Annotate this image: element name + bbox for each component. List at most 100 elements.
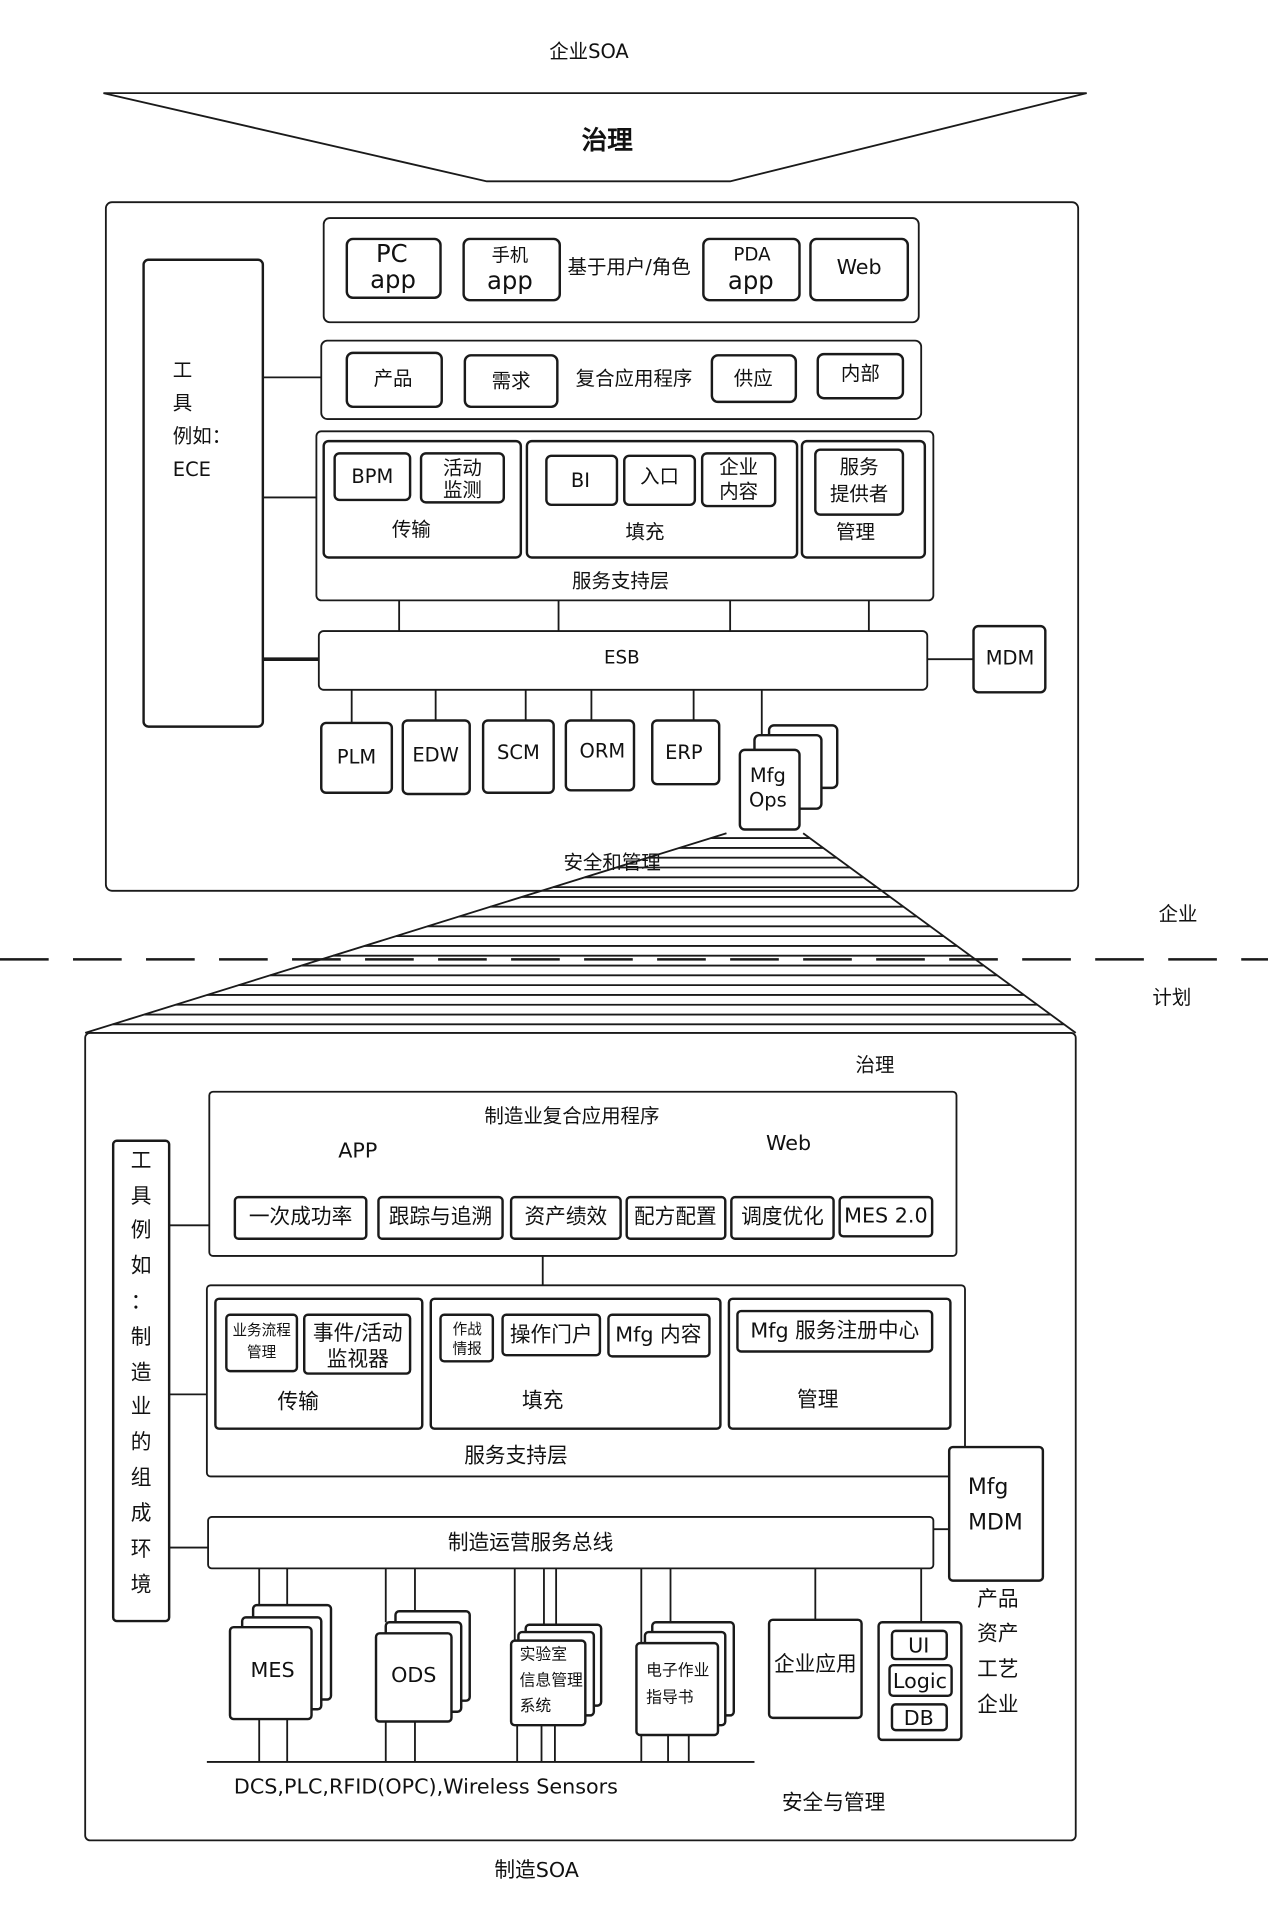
ewi-box bbox=[635, 1641, 720, 1737]
demand-box bbox=[463, 354, 559, 409]
ui-layer-box bbox=[890, 1629, 948, 1661]
ops-portal-label: 操作门户 bbox=[510, 1322, 593, 1346]
bpm-label: BPM bbox=[351, 465, 393, 488]
enterprise-tools-line: 工 bbox=[173, 358, 192, 381]
divider-upper-label: 企业 bbox=[1159, 903, 1198, 926]
ops-portal-box bbox=[501, 1313, 602, 1357]
mfg-content-label: Mfg 内容 bbox=[615, 1322, 701, 1346]
mes20-box bbox=[838, 1195, 934, 1238]
internal-box bbox=[816, 352, 905, 400]
recipe-config-box bbox=[625, 1195, 727, 1240]
portal-box bbox=[623, 454, 697, 507]
bpm-mgmt-label: 管理 bbox=[247, 1344, 277, 1361]
first-pass-yield-label: 一次成功率 bbox=[249, 1205, 352, 1229]
governance-label: 治理 bbox=[582, 126, 633, 156]
supply-label: 供应 bbox=[734, 367, 773, 390]
edw-box bbox=[401, 719, 471, 796]
pda-app-label: app bbox=[728, 266, 774, 295]
mdm-label: MDM bbox=[986, 646, 1035, 669]
service-provider-label: 服务 bbox=[840, 455, 879, 478]
demand-label: 需求 bbox=[492, 370, 531, 393]
db-layer-box bbox=[890, 1703, 948, 1732]
mfg-transport-label: 传输 bbox=[277, 1390, 319, 1414]
bpm-box bbox=[333, 452, 412, 502]
orm-box bbox=[564, 719, 636, 792]
track-trace-label: 跟踪与追溯 bbox=[389, 1205, 492, 1229]
bi-box bbox=[545, 454, 619, 507]
pda-app-label: PDA bbox=[733, 244, 771, 265]
user-role-label: 基于用户/角色 bbox=[568, 256, 691, 279]
enterprise-soa-section: 企业SOA 治理 工 具 例如： ECE PC app 手机 app 基于用户/… bbox=[103, 40, 1087, 892]
esb-bar bbox=[317, 630, 929, 691]
pda-app-box bbox=[702, 237, 801, 302]
mfg-tools-char: 具 bbox=[131, 1184, 152, 1208]
enterprise-tools-box bbox=[142, 258, 265, 728]
mes-box bbox=[228, 1625, 313, 1721]
mfg-tools-char: 组 bbox=[131, 1466, 152, 1490]
governance-funnel bbox=[103, 92, 1087, 183]
divider-section: 企业 计划 bbox=[0, 903, 1268, 1009]
esb-label: ESB bbox=[604, 647, 640, 668]
scheduling-box bbox=[730, 1195, 835, 1240]
mdm-domain-label: 工艺 bbox=[977, 1657, 1018, 1681]
scheduling-label: 调度优化 bbox=[741, 1205, 824, 1229]
plm-box bbox=[320, 721, 394, 794]
ops-intelligence-box bbox=[439, 1313, 495, 1363]
zoom-beam bbox=[84, 832, 1077, 1034]
mfg-service-bus-label: 制造运营服务总线 bbox=[448, 1531, 613, 1555]
event-monitor-box bbox=[303, 1313, 412, 1375]
mobile-app-box bbox=[462, 237, 561, 302]
mfg-security-label: 安全与管理 bbox=[782, 1790, 886, 1814]
mdm-domain-label: 产品 bbox=[977, 1587, 1018, 1611]
mfg-tools-char: 环 bbox=[131, 1537, 152, 1561]
beam-edge-left bbox=[84, 832, 727, 1034]
ewi-label: 电子作业 bbox=[646, 1661, 709, 1680]
asset-performance-label: 资产绩效 bbox=[524, 1205, 607, 1229]
ods-box bbox=[374, 1632, 453, 1723]
mfg-ops-box bbox=[738, 748, 801, 831]
enterprise-tools-line: 具 bbox=[173, 392, 192, 415]
ops-intelligence-label: 情报 bbox=[453, 1341, 483, 1358]
pc-app-label: app bbox=[370, 265, 416, 294]
supply-box bbox=[710, 354, 798, 404]
mfg-governance-label: 治理 bbox=[855, 1053, 894, 1076]
product-box bbox=[345, 351, 443, 409]
management-label: 管理 bbox=[836, 520, 875, 543]
mfg-tools-char: 如 bbox=[131, 1254, 152, 1278]
event-monitor-label: 事件/活动 bbox=[313, 1321, 403, 1345]
mfg-service-bus bbox=[207, 1515, 935, 1570]
orm-label: ORM bbox=[580, 740, 626, 763]
mfg-app-label: APP bbox=[338, 1139, 377, 1163]
bpm-mgmt-box bbox=[225, 1313, 299, 1373]
internal-label: 内部 bbox=[841, 362, 880, 385]
mobile-app-label: app bbox=[487, 266, 533, 295]
portal-label: 入口 bbox=[640, 465, 679, 488]
ods-label: ODS bbox=[391, 1663, 436, 1687]
enterprise-app-label: 企业应用 bbox=[774, 1652, 857, 1676]
mfg-tools-char: 业 bbox=[131, 1395, 152, 1419]
bpm-mgmt-label: 业务流程 bbox=[232, 1322, 291, 1339]
lims-label: 系统 bbox=[520, 1696, 552, 1715]
web-box bbox=[809, 237, 910, 302]
mfg-mdm-label: Mfg bbox=[968, 1475, 1009, 1500]
mfg-management-label: 管理 bbox=[797, 1387, 839, 1411]
plm-label: PLM bbox=[337, 746, 376, 769]
enterprise-soa-title: 企业SOA bbox=[549, 40, 629, 63]
mdm-domain-label: 企业 bbox=[977, 1692, 1018, 1716]
scm-label: SCM bbox=[497, 741, 540, 764]
asset-performance-box bbox=[509, 1195, 622, 1240]
mfg-tools-char: 工 bbox=[131, 1148, 152, 1172]
ops-intelligence-label: 作战 bbox=[453, 1321, 483, 1338]
mes20-label: MES 2.0 bbox=[844, 1203, 927, 1227]
erp-label: ERP bbox=[665, 741, 703, 764]
activity-monitor-label: 监测 bbox=[443, 479, 482, 502]
mfg-tools-char: 境 bbox=[131, 1572, 152, 1596]
fill-label: 填充 bbox=[626, 520, 665, 543]
pc-app-box bbox=[345, 237, 442, 299]
enterprise-tools-line: ECE bbox=[173, 458, 211, 481]
manufacturing-soa-title: 制造SOA bbox=[494, 1858, 579, 1882]
field-devices-label: DCS,PLC,RFID(OPC),Wireless Sensors bbox=[234, 1774, 618, 1798]
divider-lower-label: 计划 bbox=[1152, 986, 1191, 1009]
pc-app-label: PC bbox=[376, 239, 408, 268]
